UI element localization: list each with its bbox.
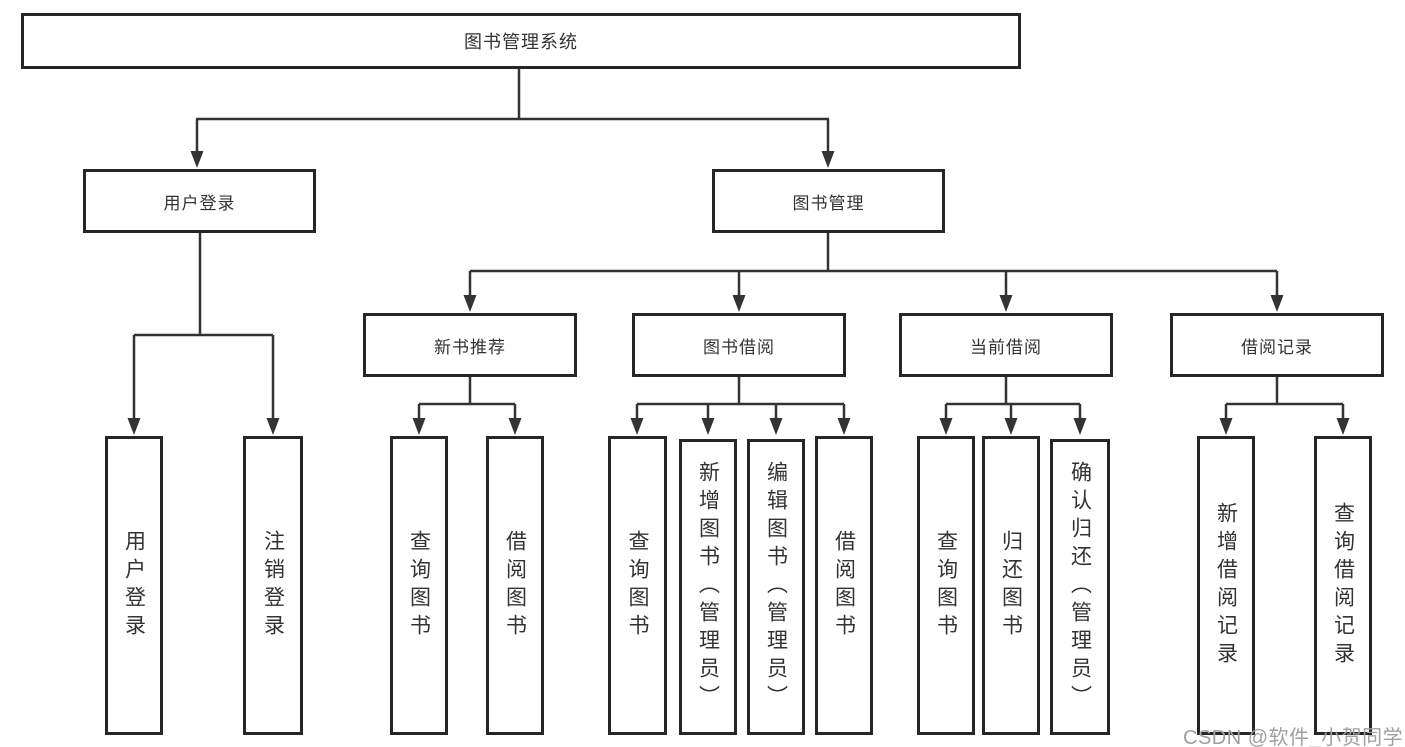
node-borrow-record: 借阅记录 xyxy=(1170,313,1384,377)
node-label: 图书管理系统 xyxy=(464,32,578,52)
leaf-user-login: 用户登录 xyxy=(105,436,163,735)
node-label: 编辑图书（管理员） xyxy=(764,461,788,713)
node-label: 归还图书 xyxy=(999,529,1023,642)
node-label: 确认归还（管理员） xyxy=(1068,461,1092,713)
node-label: 新书推荐 xyxy=(434,337,506,357)
node-current-borrow: 当前借阅 xyxy=(899,313,1113,377)
leaf-borrow-book-2: 借阅图书 xyxy=(815,436,873,735)
node-label: 查询借阅记录 xyxy=(1331,501,1355,670)
csdn-watermark: CSDN @软件_小贺同学 xyxy=(1183,727,1404,747)
node-label: 用户登录 xyxy=(163,193,236,213)
node-user-login: 用户登录 xyxy=(83,169,316,233)
leaf-confirm-return-admin: 确认归还（管理员） xyxy=(1050,439,1110,735)
node-book-management: 图书管理 xyxy=(712,169,945,233)
node-book-borrow: 图书借阅 xyxy=(632,313,846,377)
node-label: 查询图书 xyxy=(934,529,958,642)
node-label: 新增图书（管理员） xyxy=(696,461,720,713)
node-label: 查询图书 xyxy=(626,529,650,642)
node-label: 图书借阅 xyxy=(703,337,775,357)
leaf-query-book-1: 查询图书 xyxy=(390,436,448,735)
leaf-add-book-admin: 新增图书（管理员） xyxy=(679,439,737,735)
leaf-borrow-book-1: 借阅图书 xyxy=(486,436,544,735)
leaf-add-borrow-record: 新增借阅记录 xyxy=(1197,436,1255,735)
node-label: 借阅图书 xyxy=(503,529,527,642)
node-label: 注销登录 xyxy=(261,529,285,642)
leaf-edit-book-admin: 编辑图书（管理员） xyxy=(747,439,805,735)
node-root-library-system: 图书管理系统 xyxy=(21,13,1021,69)
tree-edges xyxy=(132,68,1345,420)
node-label: 当前借阅 xyxy=(970,337,1042,357)
leaf-query-borrow-record: 查询借阅记录 xyxy=(1314,436,1372,735)
node-new-book-recommend: 新书推荐 xyxy=(363,313,577,377)
node-label: 图书管理 xyxy=(792,193,865,213)
leaf-return-book: 归还图书 xyxy=(982,436,1040,735)
node-label: 查询图书 xyxy=(407,529,431,642)
node-label: 新增借阅记录 xyxy=(1214,501,1238,670)
leaf-query-book-2: 查询图书 xyxy=(608,436,667,735)
leaf-query-book-3: 查询图书 xyxy=(917,436,975,735)
node-label: 借阅记录 xyxy=(1241,337,1313,357)
node-label: 借阅图书 xyxy=(832,529,856,642)
node-label: 用户登录 xyxy=(122,529,146,642)
leaf-logout: 注销登录 xyxy=(243,436,303,735)
